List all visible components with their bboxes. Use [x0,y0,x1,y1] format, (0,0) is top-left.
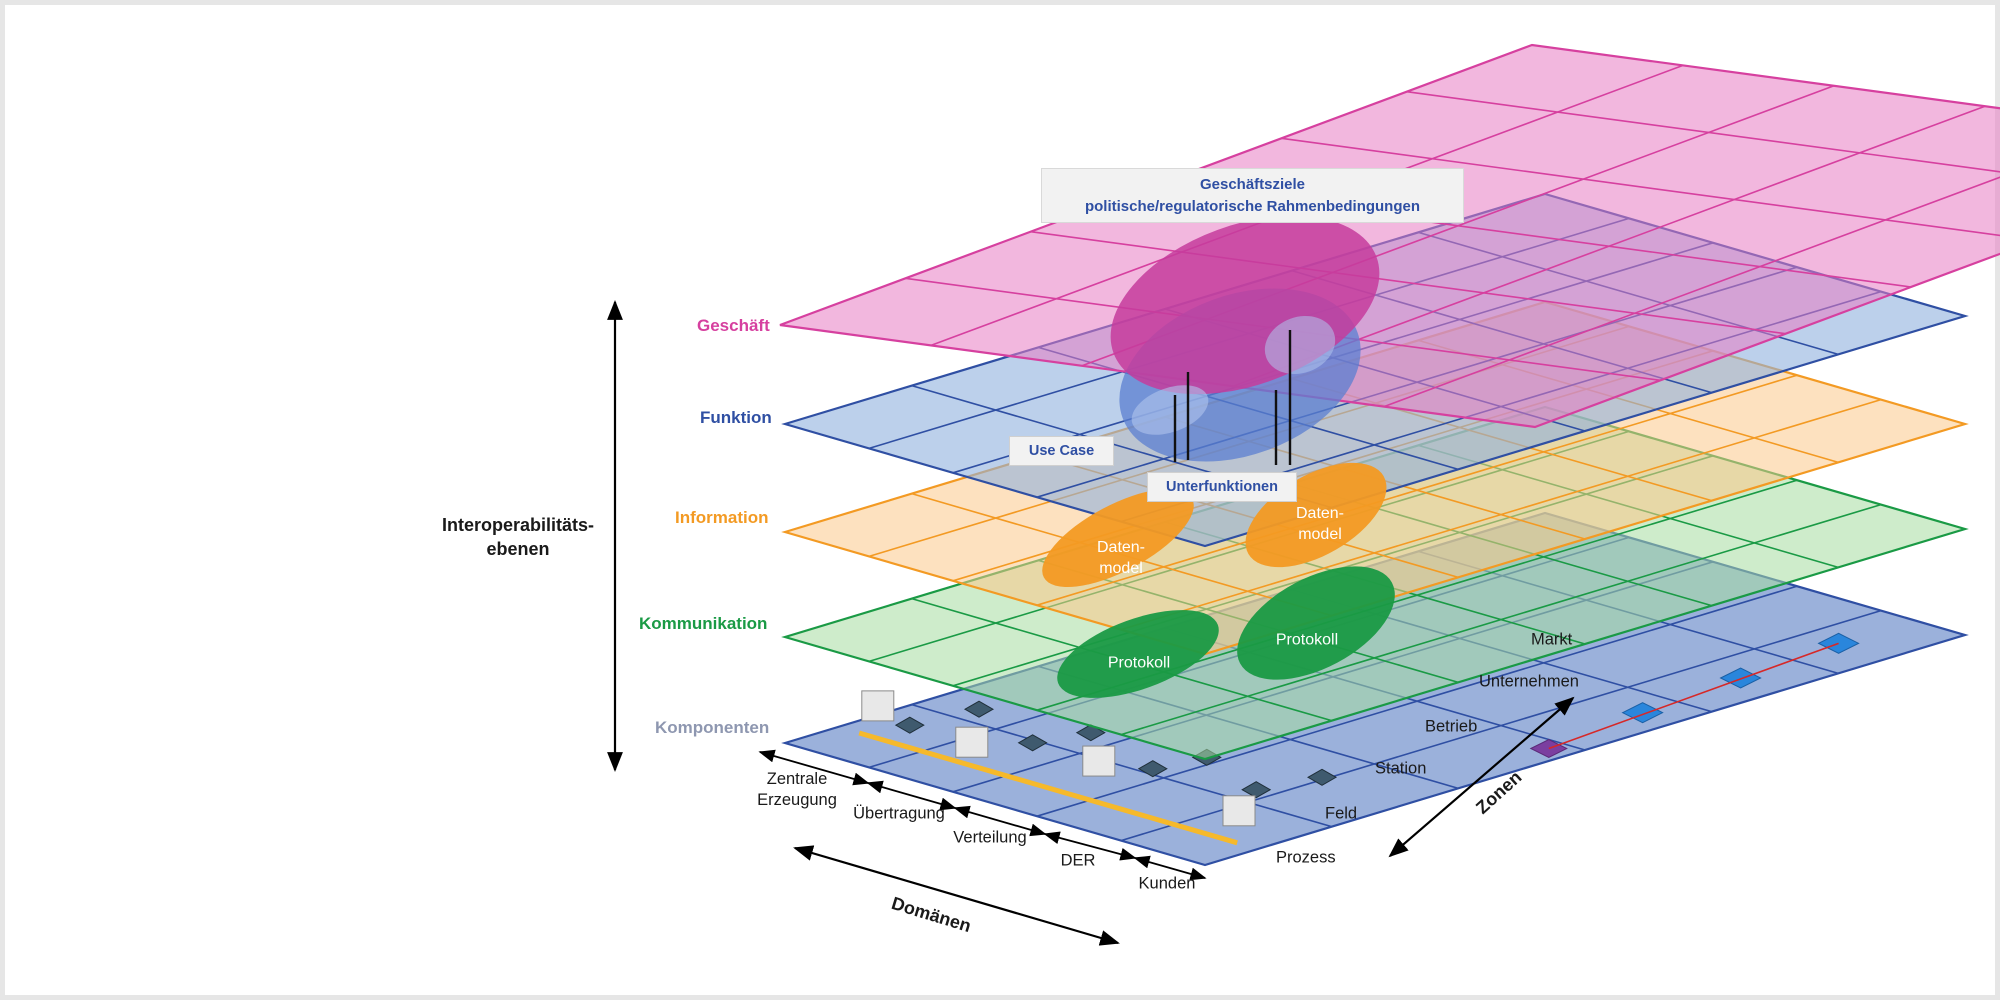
subfunctions-box: Unterfunktionen [1147,472,1297,502]
plane-component-gridline [911,703,1332,828]
plane-business-gridline [1281,137,2000,237]
layer-label-business: Geschäft [697,316,770,335]
interop-axis-label: Interoperabilitäts- ebenen [418,513,618,561]
device-icon [963,700,995,718]
data-model-left-line1: Daten- [1096,539,1146,556]
device-icon [1306,768,1338,786]
zone-arrow [1388,696,1575,858]
data-model-label-left: Daten- model [1097,537,1145,579]
plant-icon [955,726,989,758]
data-model-ellipse-left [1042,488,1194,588]
data-model-right-line2: model [1298,526,1342,543]
zone-market: Markt [1531,630,1573,649]
layer-label-communication: Kommunikation [639,614,768,633]
layer-label-component: Komponenten [655,718,770,737]
data-model-ellipse-right [1245,462,1387,568]
interop-axis-line1: Interoperabilitäts- [441,515,595,535]
zone-station: Station [1375,759,1427,778]
domain-transmission: Übertragung [853,804,945,823]
device-icon [1017,734,1048,752]
domain-arrow [793,845,1120,946]
power-line [858,730,1238,846]
axes [607,300,1575,946]
domain-subarrow-1 [758,749,870,786]
domain-central-line1: Zentrale [766,770,828,788]
plant-icon [1082,745,1116,777]
data-model-right-line1: Daten- [1295,505,1345,522]
plane-business-gridline [1383,176,2000,408]
plane-business-gridline [1030,230,1786,335]
domain-customer: Kunden [1138,874,1196,893]
business-goals-line2: politische/regulatorische Rahmenbedingun… [1084,197,1421,215]
plant-icon [1222,795,1256,827]
business-goals-box: Geschäftsziele politische/regulatorische… [1041,168,1464,223]
device-icon [894,716,925,734]
domain-central-generation: Zentrale Erzeugung [757,769,837,811]
business-goals-line1: Geschäftsziele [1199,175,1306,193]
protocol-ellipse-left [1057,610,1219,698]
device-icon [1241,781,1272,799]
protocol-label-left: Protokoll [1107,654,1171,672]
domain-subarrow-3 [953,805,1047,837]
data-model-label-right: Daten- model [1296,503,1344,545]
domain-subarrow-4 [1043,831,1137,861]
interop-axis-line2: ebenen [486,539,550,559]
domain-subarrow-5 [1133,855,1207,881]
domain-der: DER [1060,851,1096,870]
domain-central-line2: Erzeugung [757,791,837,809]
zone-process: Prozess [1276,848,1336,867]
plane-information-gridline [1036,374,1798,606]
subfunction-ellipse [1264,315,1336,375]
protocol-ellipse-right [1237,566,1395,680]
zone-enterprise: Unternehmen [1479,672,1579,691]
device-icon [1137,760,1168,778]
data-model-left-line2: model [1099,560,1143,577]
domain-subarrow-2 [866,780,957,811]
layer-label-information: Information [675,508,769,527]
plane-communication-gridline [1120,503,1882,736]
domain-distribution: Verteilung [953,828,1027,847]
plane-information-gridline [1120,398,1882,631]
use-case-box: Use Case [1009,436,1114,466]
zone-field: Feld [1325,804,1358,823]
plant-icon [861,690,895,722]
zone-operation: Betrieb [1425,717,1478,736]
layer-label-function: Funktion [700,408,772,427]
protocol-label-right: Protokoll [1275,631,1339,649]
plane-business-gridline [1406,90,2000,173]
comm-link [1548,642,1839,750]
